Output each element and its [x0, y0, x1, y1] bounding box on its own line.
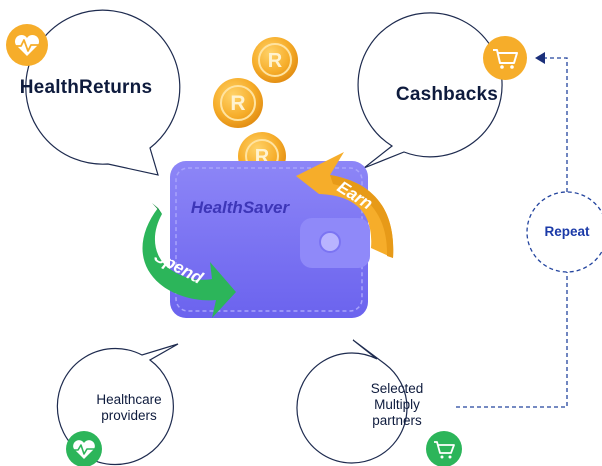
- shopping-cart-icon: [426, 431, 462, 466]
- repeat-loop-line: [456, 57, 568, 408]
- svg-text:R: R: [230, 92, 245, 115]
- healthcare-providers-label: Healthcare providers: [96, 392, 162, 423]
- repeat-label: Repeat: [544, 224, 590, 239]
- coin: R: [252, 37, 298, 83]
- bubble-selected-partners: [296, 339, 408, 464]
- shopping-cart-icon: [483, 36, 527, 80]
- cashbacks-label: Cashbacks: [395, 84, 499, 105]
- bubble-health-returns: [25, 9, 181, 176]
- health-returns-label: HealthReturns: [19, 77, 153, 98]
- bubble-cashbacks: [357, 12, 503, 169]
- repeat-circle: [526, 191, 602, 273]
- svg-text:R: R: [268, 50, 283, 72]
- coin: R: [213, 78, 263, 128]
- wallet-brand: HealthSaver: [191, 198, 291, 217]
- repeat-arrowhead: [535, 52, 545, 64]
- selected-partners-label: Selected Multiply partners: [370, 381, 424, 428]
- heart-pulse-icon: [6, 24, 48, 66]
- heart-pulse-icon: [66, 431, 102, 466]
